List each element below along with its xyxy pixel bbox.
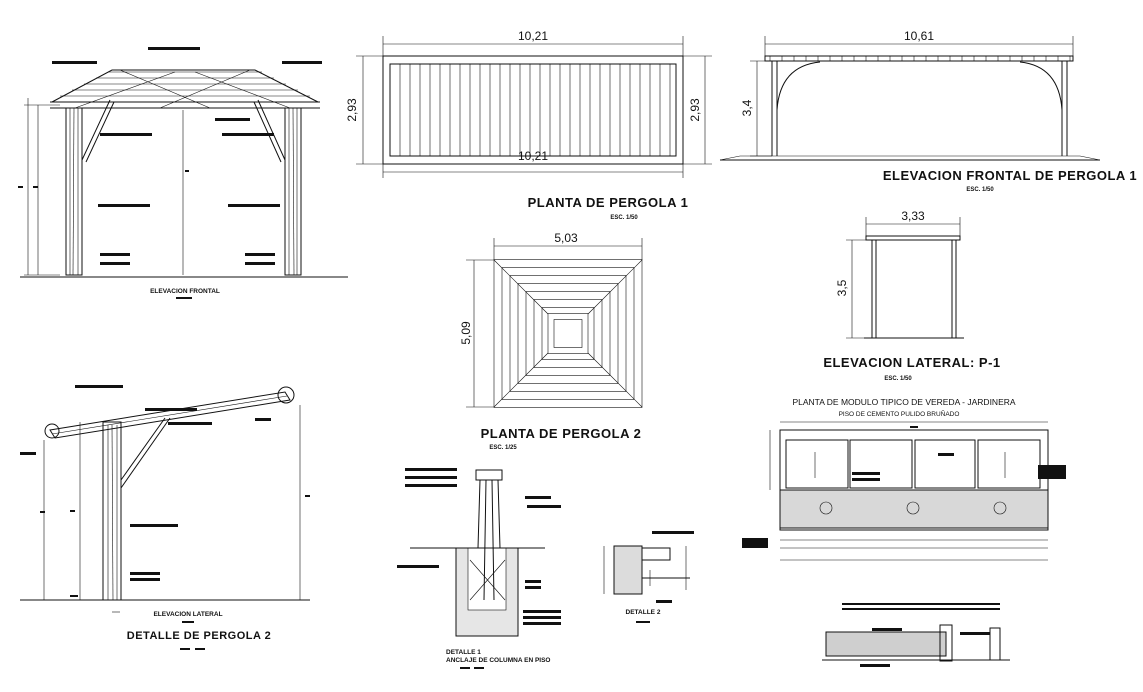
planta-1-slats — [399, 64, 671, 156]
planta-2-title: PLANTA DE PERGOLA 2 — [481, 426, 642, 441]
detalle-1-title: DETALLE 1 — [446, 649, 481, 656]
planta-1-scale: ESC. 1/50 — [610, 215, 638, 221]
planta-1-dim-top: 10,21 — [518, 29, 548, 43]
planta-pergola-1-drawing — [356, 36, 712, 178]
planta-pergola-2-drawing — [466, 238, 643, 408]
planta-1-dim-right: 2,93 — [688, 98, 702, 122]
planta-1-dim-left: 2,93 — [345, 98, 359, 122]
elevacion-frontal-1-dim-height: 3,4 — [740, 99, 754, 116]
planta-2-ring — [541, 307, 595, 360]
elevacion-lateral-p1-title: ELEVACION LATERAL: P-1 — [823, 355, 1000, 370]
elevacion-frontal-1-scale: ESC. 1/50 — [966, 187, 994, 193]
planta-2-ring — [533, 299, 603, 368]
modulo-tipico-title: PLANTA DE MODULO TIPICO DE VEREDA - JARD… — [792, 397, 1015, 407]
elevacion-frontal-pergola-1-drawing — [719, 36, 1101, 161]
elevacion-lateral-p1-drawing — [846, 217, 964, 339]
planta-2-ring — [493, 259, 643, 408]
planta-1-dim-bottom: 10,21 — [518, 149, 548, 163]
planta-2-scale: ESC. 1/25 — [489, 445, 517, 451]
elevacion-frontal-title: ELEVACION FRONTAL — [150, 288, 220, 295]
planta-2-ring — [547, 313, 589, 354]
modulo-tipico-subtitle: PISO DE CEMENTO PULIDO BRUÑADO — [839, 409, 960, 418]
elevacion-lateral-p1-scale: ESC. 1/50 — [884, 376, 912, 382]
planta-2-ring — [553, 319, 583, 348]
elevacion-lateral-title: ELEVACION LATERAL — [153, 611, 222, 618]
detalle-2-drawing — [603, 531, 694, 623]
planta-2-ring — [525, 291, 611, 376]
planta-2-ring — [509, 275, 627, 392]
modulo-tipico-drawing — [742, 421, 1066, 561]
planta-2-ring — [517, 283, 619, 384]
detalle-pergola-2-title: DETALLE DE PERGOLA 2 — [127, 630, 271, 642]
elevacion-frontal-1-title: ELEVACION FRONTAL DE PERGOLA 1 — [883, 168, 1137, 183]
elevacion-lateral-p1-dim-width: 3,33 — [901, 209, 925, 223]
elevacion-lateral-p1-dim-height: 3,5 — [835, 279, 849, 296]
elevacion-frontal-drawing — [18, 47, 348, 299]
planta-2-dim-height: 5,09 — [459, 321, 473, 345]
planta-2-ring — [501, 267, 635, 400]
detalle-2-title: DETALLE 2 — [626, 609, 661, 616]
elevacion-lateral-drawing — [20, 385, 310, 650]
detalle-1-drawing — [397, 468, 561, 669]
seccion-jardinera-drawing — [822, 603, 1010, 667]
planta-1-title: PLANTA DE PERGOLA 1 — [528, 195, 689, 210]
elevacion-frontal-1-dim-width: 10,61 — [904, 29, 934, 43]
detalle-1-subtitle: ANCLAJE DE COLUMNA EN PISO — [446, 657, 551, 664]
planta-2-dim-width: 5,03 — [554, 231, 578, 245]
